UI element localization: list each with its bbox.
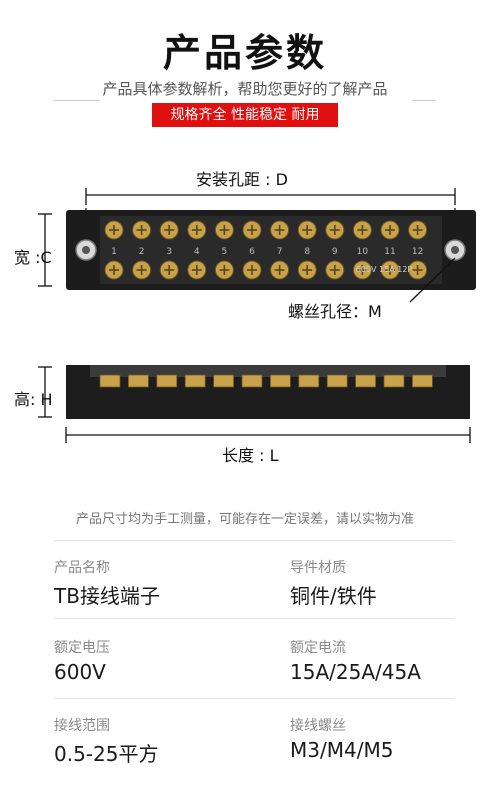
spec-label-product-name: 产品名称 bbox=[54, 560, 110, 576]
spec-divider-2 bbox=[54, 698, 454, 699]
terminal-number: 2 bbox=[139, 247, 145, 257]
spec-value-current: 15A/25A/45A bbox=[290, 660, 421, 684]
side-screw-icon bbox=[99, 374, 121, 388]
terminal-number: 1 bbox=[111, 247, 117, 257]
spec-label-material: 导件材质 bbox=[290, 560, 346, 576]
side-screw-icon bbox=[127, 374, 149, 388]
dimension-line-c bbox=[38, 213, 52, 287]
spec-value-product-name: TB接线端子 bbox=[54, 584, 160, 608]
dimension-line-l bbox=[65, 427, 471, 443]
side-screw-icon bbox=[383, 374, 405, 388]
subtitle-rule-right bbox=[412, 100, 436, 101]
terminal-number: 9 bbox=[332, 247, 338, 257]
rating-marking: 600V 15A 12P bbox=[356, 265, 413, 274]
note-divider bbox=[54, 540, 454, 541]
side-screw-icon bbox=[326, 374, 348, 388]
hole-pointer bbox=[409, 257, 456, 303]
side-screw-icon bbox=[156, 374, 178, 388]
page-title: 产品参数 bbox=[162, 31, 327, 75]
side-screw-icon bbox=[411, 374, 433, 388]
side-screw-icon bbox=[298, 374, 320, 388]
side-screw-icon bbox=[241, 374, 263, 388]
measurement-note: 产品尺寸均为手工测量，可能存在一定误差，请以实物为准 bbox=[75, 512, 414, 527]
spec-label-current: 额定电流 bbox=[290, 640, 346, 656]
side-screw-icon bbox=[355, 374, 377, 388]
spec-divider-1 bbox=[54, 618, 454, 619]
terminal-number: 6 bbox=[249, 247, 255, 257]
spec-label-screw: 接线螺丝 bbox=[290, 718, 346, 734]
spec-value-screw: M3/M4/M5 bbox=[290, 738, 394, 762]
side-screw-icon bbox=[213, 374, 235, 388]
terminal-number: 3 bbox=[166, 247, 172, 257]
terminal-number: 12 bbox=[412, 247, 423, 257]
spec-value-material: 铜件/铁件 bbox=[290, 584, 377, 608]
terminal-number: 5 bbox=[222, 247, 228, 257]
side-screw-icon bbox=[269, 374, 291, 388]
spec-value-voltage: 600V bbox=[54, 660, 106, 684]
terminal-number: 4 bbox=[194, 247, 200, 257]
tagline-badge: 规格齐全 性能稳定 耐用 bbox=[152, 103, 338, 127]
subtitle-rule-left bbox=[54, 100, 100, 101]
side-view-diagram bbox=[38, 365, 471, 443]
screw-hole-label: 螺丝孔径：M bbox=[288, 302, 382, 321]
page-subtitle: 产品具体参数解析，帮助您更好的了解产品 bbox=[102, 80, 388, 98]
spec-label-voltage: 额定电压 bbox=[54, 640, 110, 656]
dimension-line-h bbox=[38, 366, 52, 418]
mounting-distance-label: 安装孔距 : D bbox=[196, 170, 288, 189]
terminal-number: 11 bbox=[384, 247, 395, 257]
height-label: 高: H bbox=[14, 390, 53, 409]
spec-value-wire-range: 0.5-25平方 bbox=[54, 742, 159, 766]
width-label: 宽 :C bbox=[14, 248, 52, 267]
spec-label-wire-range: 接线范围 bbox=[54, 718, 110, 734]
side-screw-icon bbox=[184, 374, 206, 388]
terminal-number: 8 bbox=[304, 247, 310, 257]
length-label: 长度 : L bbox=[222, 446, 279, 465]
terminal-number: 7 bbox=[277, 247, 283, 257]
terminal-number: 10 bbox=[357, 247, 369, 257]
